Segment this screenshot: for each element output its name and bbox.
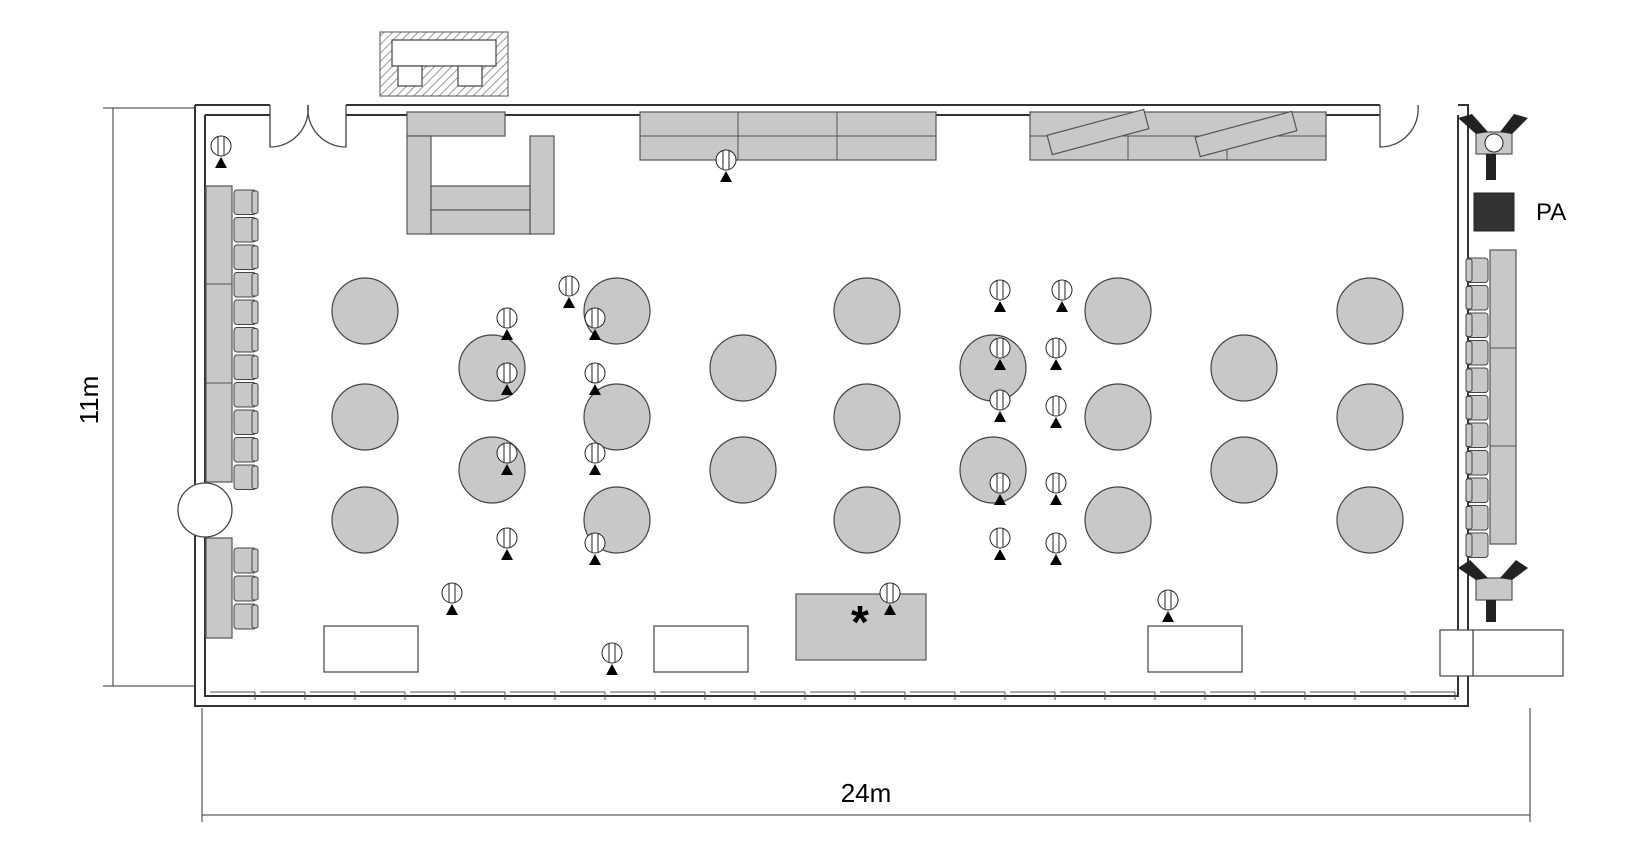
chair	[1465, 422, 1489, 448]
outside-cabinet	[379, 31, 509, 97]
chair	[233, 464, 259, 490]
reception-table-right	[1147, 625, 1243, 673]
mic-stand-icon	[879, 582, 901, 615]
camera-tripod-icon	[1458, 114, 1528, 180]
mic-stand-icon	[584, 532, 606, 565]
mic-stand-icon	[989, 389, 1011, 422]
chair	[1465, 312, 1489, 338]
chair	[233, 189, 259, 215]
round-table	[1084, 486, 1152, 554]
round-table	[331, 383, 399, 451]
mic-stand-icon	[496, 527, 518, 560]
mic-stand-icon	[496, 307, 518, 340]
mic-stand-icon	[1045, 337, 1067, 370]
round-table	[1210, 436, 1278, 504]
round-table	[959, 436, 1027, 504]
chair	[233, 437, 259, 463]
mic-stand-icon	[989, 472, 1011, 505]
mic-stand-icon	[1045, 532, 1067, 565]
mic-stand-icon	[584, 442, 606, 475]
chair	[233, 603, 259, 630]
round-column-icon	[177, 482, 233, 538]
mic-stand-icon	[496, 362, 518, 395]
round-table	[583, 277, 651, 345]
dimension-width: 24m	[201, 708, 1531, 822]
microphones	[210, 135, 1179, 675]
round-table	[1084, 277, 1152, 345]
mic-stand-icon	[601, 642, 623, 675]
door-left	[269, 104, 347, 148]
mic-stand-icon	[441, 582, 463, 615]
round-table	[1336, 486, 1404, 554]
chair	[233, 354, 259, 380]
round-table	[833, 383, 901, 451]
round-table	[583, 383, 651, 451]
mic-stand-icon	[715, 149, 737, 182]
mic-stand-icon	[496, 442, 518, 475]
right-seating	[1465, 249, 1517, 558]
camera-tripod-icon	[1458, 560, 1528, 622]
round-table	[1336, 277, 1404, 345]
asterisk-icon: *	[851, 596, 869, 648]
chair	[1465, 532, 1489, 558]
mic-stand-icon	[1045, 395, 1067, 428]
height-label: 11m	[74, 376, 104, 425]
round-table	[833, 277, 901, 345]
door-right	[1379, 104, 1419, 148]
sofa-set	[406, 111, 555, 235]
chair	[233, 409, 259, 435]
round-table	[1210, 334, 1278, 402]
top-right-counter	[1029, 108, 1327, 161]
left-seating-upper	[205, 185, 259, 490]
mic-stand-icon	[989, 527, 1011, 560]
chair	[233, 327, 259, 353]
reception-table-center	[653, 625, 749, 673]
stage-table	[795, 593, 927, 661]
chair	[1465, 257, 1489, 283]
top-counter	[639, 111, 937, 161]
mic-stand-icon	[1045, 472, 1067, 505]
chair	[233, 217, 259, 243]
mic-stand-icon	[584, 362, 606, 395]
chair	[1465, 285, 1489, 311]
mic-stand-icon	[989, 337, 1011, 370]
left-seating-lower	[205, 537, 259, 639]
mic-stand-icon	[210, 135, 232, 168]
chair	[1465, 477, 1489, 503]
mic-stand-icon	[584, 307, 606, 340]
chair	[233, 244, 259, 270]
chair	[233, 299, 259, 325]
mic-stand-icon	[989, 279, 1011, 312]
mic-stand-icon	[558, 275, 580, 308]
round-table	[1336, 383, 1404, 451]
round-table	[1084, 383, 1152, 451]
mic-stand-icon	[1051, 279, 1073, 312]
mic-stand-icon	[1157, 589, 1179, 622]
chair	[233, 575, 259, 602]
window-mullions	[210, 691, 1456, 700]
round-table	[458, 334, 526, 402]
chair	[233, 547, 259, 574]
round-table	[331, 277, 399, 345]
chair	[1465, 505, 1489, 531]
chair	[1465, 395, 1489, 421]
round-table	[709, 334, 777, 402]
dimension-height: 11m	[74, 107, 196, 687]
pa-label: PA	[1536, 199, 1566, 226]
width-label: 24m	[841, 778, 892, 808]
chair	[233, 382, 259, 408]
reception-table-left	[323, 625, 419, 673]
chair	[1465, 367, 1489, 393]
round-table	[331, 486, 399, 554]
entrance-alcove	[1472, 629, 1564, 677]
chair	[233, 272, 259, 298]
chair	[1465, 450, 1489, 476]
round-tables	[331, 277, 1404, 554]
round-table	[709, 436, 777, 504]
round-table	[833, 486, 901, 554]
speaker-box-icon	[1473, 192, 1515, 232]
chair	[1465, 340, 1489, 366]
